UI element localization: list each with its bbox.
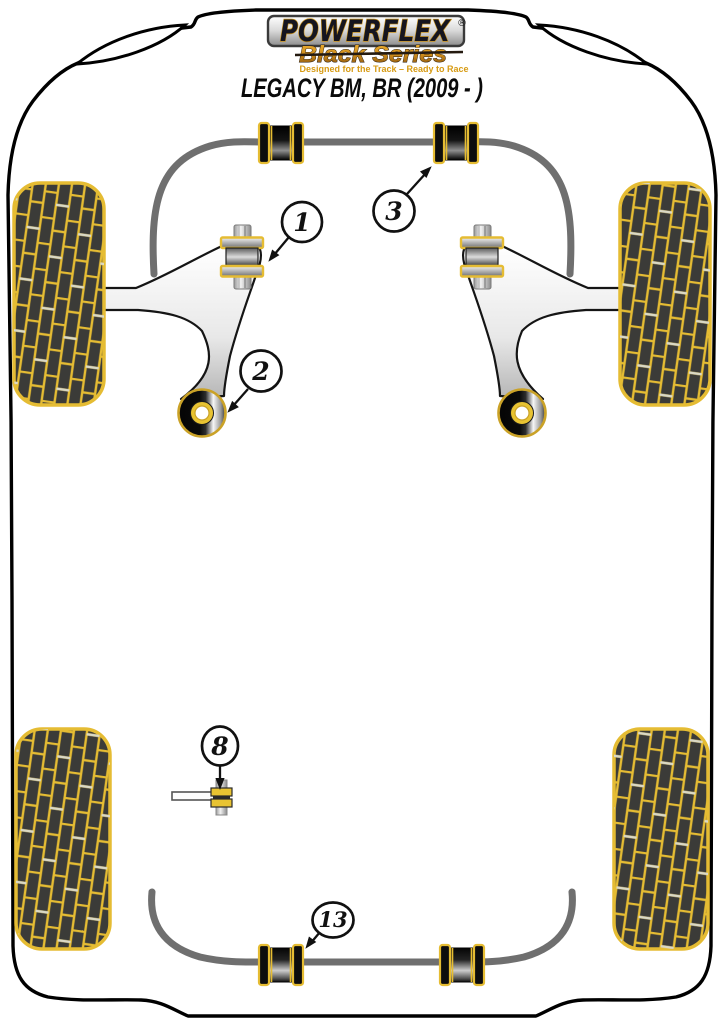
svg-text:13: 13: [318, 907, 347, 932]
series-strike-line: [294, 50, 464, 57]
rear-right-tire: [612, 727, 710, 951]
callout-2-arrow: [227, 388, 249, 413]
rear-anti-roll-bar: [148, 888, 576, 966]
svg-text:1: 1: [293, 208, 310, 237]
brand-text: POWERFLEX: [280, 14, 451, 48]
callout-2[interactable]: 2: [224, 349, 283, 416]
front-anti-roll-bar-bushing-right: [432, 121, 480, 165]
callout-13-arrow: [305, 931, 321, 949]
front-anti-roll-bar-bushing-left: [257, 121, 305, 165]
right-headlight-outline: [534, 23, 652, 66]
rear-anti-roll-bar-bushing-left: [257, 943, 305, 987]
svg-text:2: 2: [251, 357, 269, 386]
svg-text:8: 8: [210, 732, 228, 761]
callout-3[interactable]: 3: [372, 163, 435, 233]
callout-8-arrow: [215, 765, 225, 790]
callout-1-arrow: [268, 236, 290, 262]
powerflex-logo: POWERFLEX ® Black Series Designed for th…: [266, 13, 469, 74]
registered-mark: ®: [457, 18, 467, 29]
front-left-tire: [12, 181, 106, 407]
front-arm-rear-bushing-left: [177, 388, 227, 438]
front-right-tire: [618, 181, 712, 407]
front-anti-roll-bar: [149, 138, 575, 278]
rear-left-tire: [14, 727, 112, 951]
callout-1[interactable]: 1: [265, 200, 324, 265]
callout-13[interactable]: 13: [302, 901, 355, 952]
svg-text:3: 3: [385, 197, 402, 226]
callout-3-arrow: [406, 166, 432, 195]
callout-8[interactable]: 8: [200, 725, 240, 791]
front-arm-rear-bushing-right: [497, 388, 547, 438]
left-headlight-outline: [72, 23, 190, 66]
rear-anti-roll-bar-bushing-right: [438, 943, 486, 987]
logo-plate: [266, 14, 466, 48]
page-title: LEGACY BM, BR (2009 - ): [241, 73, 483, 103]
car-body-outline: [6, 8, 718, 1018]
tagline-text: Designed for the Track – Ready to Race: [299, 64, 468, 74]
